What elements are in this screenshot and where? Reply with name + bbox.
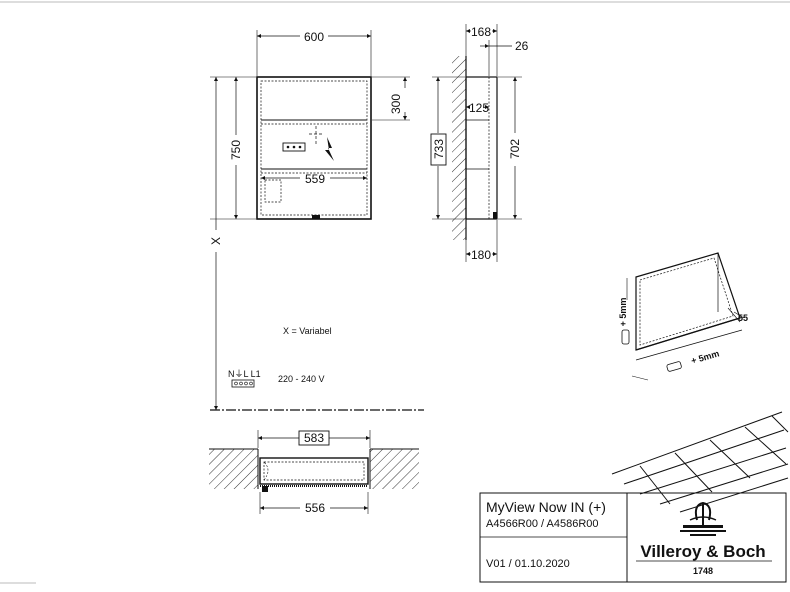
dim-depth-180: 180 (471, 248, 491, 262)
light-sensor (312, 215, 320, 219)
top-view (209, 430, 419, 514)
brand-name: Villeroy & Boch (640, 542, 765, 561)
dim-inner-556: 556 (305, 501, 325, 515)
terminal-block: N⏚L L1 (228, 369, 261, 388)
offset-vertical-label: + 5mm (618, 298, 628, 327)
cabinet-outline (256, 76, 372, 220)
brand-year: 1748 (693, 566, 713, 576)
front-view (210, 30, 424, 411)
offset-horizontal-label: + 5mm (690, 348, 720, 366)
dim-shelf-125: 125 (469, 101, 489, 115)
cabinet-inner-outline (260, 80, 368, 216)
side-outline (465, 76, 498, 220)
electric-hazard-icon (325, 137, 334, 161)
dim-height-750: 750 (229, 140, 243, 160)
gap-label: 55 (738, 313, 748, 323)
voltage-label: 220 - 240 V (278, 374, 325, 384)
dim-outer-583: 583 (304, 431, 324, 445)
bottom-compartment (264, 179, 282, 203)
dim-upper-300: 300 (389, 94, 403, 114)
article-numbers: A4566R00 / A4586R00 (486, 518, 599, 530)
niche-outline (635, 252, 741, 351)
title-block-frame (479, 492, 787, 583)
dim-inner-559: 559 (305, 172, 325, 186)
wall-hatch-right (370, 449, 419, 489)
dim-733-box (430, 133, 447, 166)
version-label: V01 / 01.10.2020 (486, 558, 570, 570)
dim-offset-26: 26 (515, 39, 529, 53)
product-name: MyView Now IN (+) (486, 499, 606, 515)
dim-inner-702: 702 (508, 139, 522, 159)
install-detail (621, 252, 745, 381)
title-block (479, 492, 787, 583)
wall-hatch (452, 56, 466, 240)
socket-cutout-vertical (621, 329, 630, 345)
variable-note: X = Variabel (283, 326, 332, 336)
fountain-icon (680, 501, 726, 536)
terminal-label: N⏚L L1 (228, 369, 261, 379)
brand-logo: Villeroy & Boch 1748 (636, 501, 772, 576)
dim-width-600: 600 (304, 30, 324, 44)
dim-depth-168: 168 (471, 25, 491, 39)
cabinet-section (259, 457, 369, 485)
socket-symbol (282, 142, 306, 152)
dim-variable-x: X (209, 237, 223, 245)
floor-tiles (611, 411, 789, 513)
dim-583-box (298, 430, 330, 446)
wall-hatch-left (209, 449, 258, 489)
socket-cutout-horizontal (666, 361, 682, 372)
dim-outer-733: 733 (432, 139, 446, 159)
terminal-icon (231, 379, 255, 388)
side-view (430, 24, 522, 262)
